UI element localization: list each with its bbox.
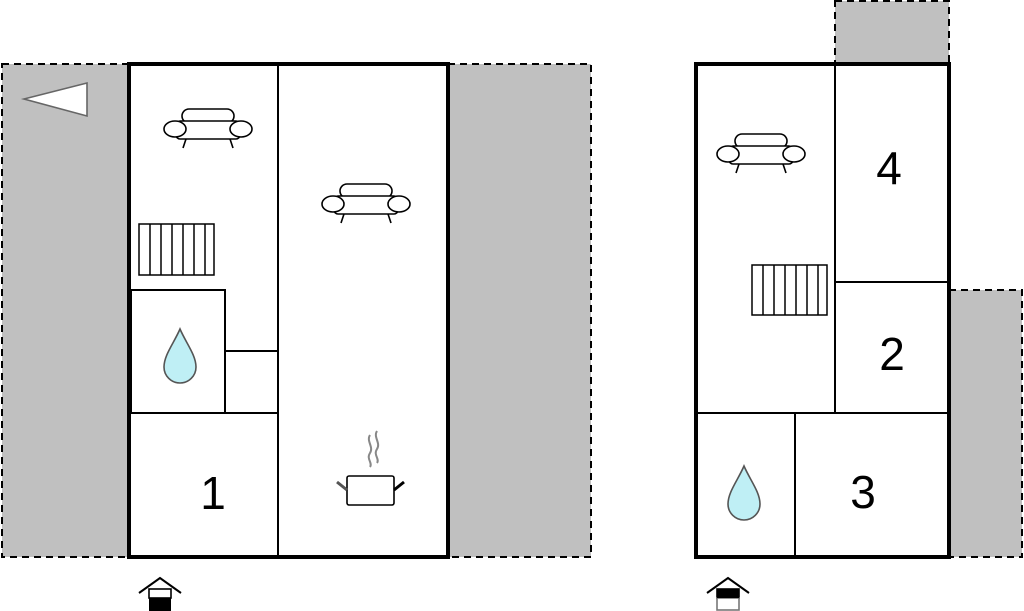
terrace-right (447, 63, 592, 558)
terrace-left (1, 63, 130, 558)
terrace-side (948, 289, 1023, 558)
room-label: 3 (850, 466, 876, 518)
cooking-pot-icon (336, 430, 405, 506)
entrance-icon (706, 577, 750, 611)
north-arrow-icon (20, 81, 88, 118)
radiator-icon (751, 264, 828, 316)
balcony-top (834, 0, 950, 65)
radiator-icon (138, 223, 215, 276)
room-label: 2 (879, 328, 905, 380)
ground-floor: 1 (1, 62, 592, 611)
room-label: 4 (876, 142, 902, 194)
entrance-icon (138, 577, 182, 611)
room-label: 1 (200, 467, 226, 519)
upper-floor: 4 2 3 (694, 0, 1023, 611)
